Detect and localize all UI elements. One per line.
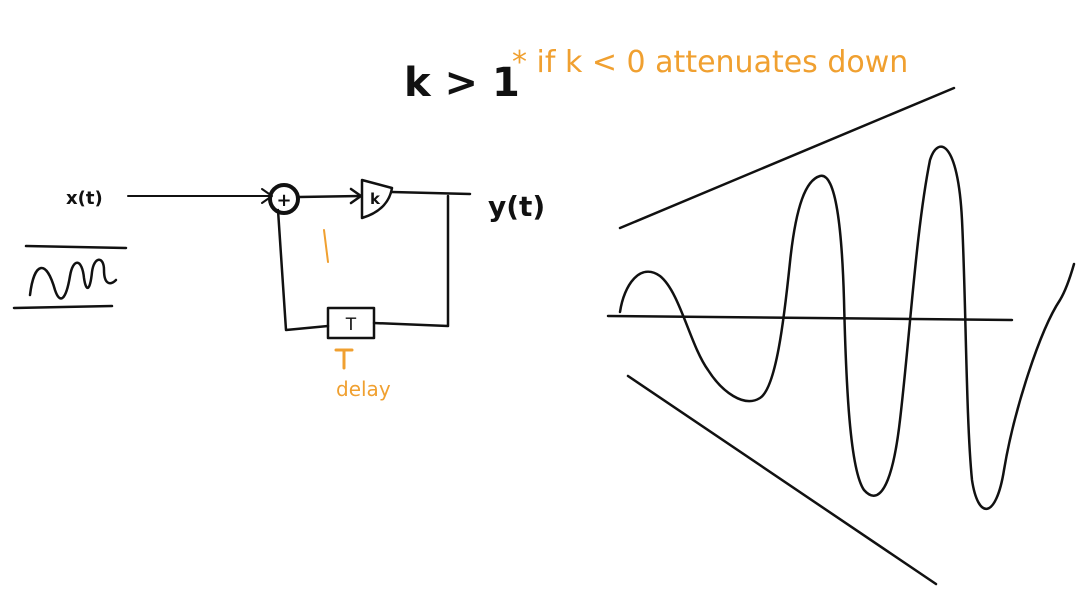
title-text: k > 1 [404, 60, 520, 106]
orange-tick-mark [323, 229, 329, 263]
delay-annotation: delay [336, 377, 391, 401]
lower-envelope [626, 374, 938, 586]
adder-to-gain-arrow [297, 187, 363, 205]
feedback-loop [276, 194, 450, 332]
input-waveform-sketch [12, 244, 128, 310]
input-label: x(t) [66, 188, 103, 209]
gain-block: k [360, 178, 394, 220]
growing-oscillation-sketch [606, 86, 1076, 586]
time-axis [606, 314, 1014, 322]
delay-block-label: T [345, 315, 357, 335]
adder-node: + [268, 183, 300, 215]
annotation-note: * if k < 0 attenuates down [512, 45, 908, 80]
adder-symbol: + [276, 190, 291, 211]
delay-block: T [326, 306, 376, 340]
delay-pointer-arrow [334, 348, 354, 370]
output-label: y(t) [488, 190, 545, 223]
upper-envelope [618, 86, 956, 230]
waveform [618, 145, 1076, 511]
output-line [390, 190, 472, 196]
input-arrow [127, 188, 273, 204]
gain-symbol: k [370, 190, 381, 208]
